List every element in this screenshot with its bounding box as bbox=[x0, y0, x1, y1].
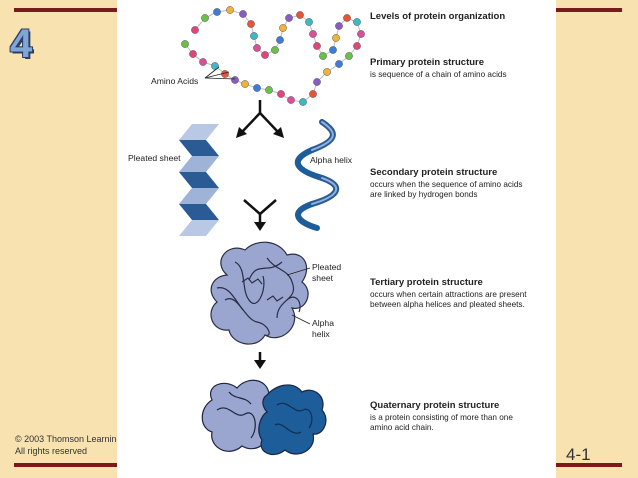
amino-acid-bead bbox=[265, 86, 273, 94]
primary-desc: is sequence of a chain of amino acids bbox=[370, 70, 507, 79]
tertiary-pointers bbox=[286, 267, 311, 325]
tertiary-desc-line1: occurs when certain attractions are pres… bbox=[370, 290, 527, 299]
amino-acid-bead bbox=[335, 60, 343, 68]
amino-acid-bead bbox=[353, 18, 361, 26]
amino-acids-label: Amino Acids bbox=[151, 76, 199, 86]
amino-acid-bead bbox=[211, 62, 219, 70]
tertiary-alpha-label: Alpha helix bbox=[312, 318, 334, 340]
amino-acid-bead bbox=[285, 14, 293, 22]
amino-acid-bead bbox=[241, 80, 249, 88]
tertiary-pleated-line1: Pleated bbox=[312, 262, 342, 272]
amino-acid-bead bbox=[271, 46, 279, 54]
amino-acid-bead bbox=[296, 11, 304, 19]
amino-acid-bead bbox=[309, 90, 317, 98]
merge-arrow-icon bbox=[243, 199, 277, 224]
amino-acid-bead bbox=[287, 96, 295, 104]
amino-acid-bead bbox=[189, 50, 197, 58]
amino-acid-bead bbox=[305, 18, 313, 26]
quaternary-desc-line2: amino acid chain. bbox=[370, 423, 434, 432]
amino-acid-bead bbox=[239, 10, 247, 18]
amino-acid-bead bbox=[199, 58, 207, 66]
quaternary-heading: Quaternary protein structure bbox=[370, 400, 500, 411]
pleated-sheet-shape bbox=[179, 124, 219, 236]
amino-acid-bead bbox=[335, 22, 343, 30]
tertiary-desc-line2: between alpha helices and pleated sheets… bbox=[370, 300, 525, 309]
amino-acid-bead bbox=[181, 40, 189, 48]
alpha-helix-label: Alpha helix bbox=[310, 155, 353, 165]
bottom-rule-left bbox=[14, 463, 117, 467]
amino-acid-bead bbox=[332, 34, 340, 42]
amino-acid-bead bbox=[253, 84, 261, 92]
split-arrow-icon bbox=[241, 100, 279, 133]
amino-acids-pointer bbox=[204, 66, 236, 80]
amino-acid-bead bbox=[277, 90, 285, 98]
amino-acid-bead bbox=[247, 20, 255, 28]
protein-illustration bbox=[179, 6, 365, 455]
figure-title: Levels of protein organization bbox=[370, 11, 506, 22]
amino-acid-bead bbox=[309, 30, 317, 38]
quaternary-structure-shape bbox=[201, 379, 327, 455]
pleated-sheet-label: Pleated sheet bbox=[128, 153, 181, 163]
copyright-notice: © 2003 Thomson Learning All rights reser… bbox=[15, 433, 122, 457]
amino-acid-bead bbox=[279, 24, 287, 32]
amino-acid-bead bbox=[345, 52, 353, 60]
amino-acid-bead bbox=[261, 51, 269, 59]
top-rule-left bbox=[14, 8, 117, 12]
top-rule-right bbox=[556, 8, 622, 12]
page-number: 4-1 bbox=[566, 445, 591, 464]
amino-acid-bead bbox=[323, 68, 331, 76]
alpha-helix-shape bbox=[294, 119, 340, 231]
amino-acid-bead bbox=[231, 76, 239, 84]
amino-acid-bead bbox=[213, 8, 221, 16]
chapter-number: 4 bbox=[10, 22, 33, 66]
amino-acid-bead bbox=[313, 42, 321, 50]
tertiary-alpha-line1: Alpha bbox=[312, 318, 334, 328]
amino-acid-bead bbox=[201, 14, 209, 22]
tertiary-alpha-line2: helix bbox=[312, 329, 330, 339]
bottom-rule-right bbox=[556, 463, 622, 467]
rights-line: All rights reserved bbox=[15, 446, 88, 456]
amino-acid-bead bbox=[299, 98, 307, 106]
amino-acid-bead bbox=[276, 36, 284, 44]
amino-acid-bead bbox=[250, 32, 258, 40]
copyright-line: © 2003 Thomson Learning bbox=[15, 434, 122, 444]
tertiary-pleated-line2: sheet bbox=[312, 273, 334, 283]
amino-acid-bead bbox=[353, 42, 361, 50]
secondary-desc-line1: occurs when the sequence of amino acids bbox=[370, 180, 523, 189]
amino-acid-bead bbox=[357, 30, 365, 38]
tertiary-structure-shape bbox=[210, 241, 309, 345]
amino-acid-bead bbox=[253, 44, 261, 52]
amino-acid-bead bbox=[226, 6, 234, 14]
amino-acid-chain bbox=[181, 6, 365, 106]
tertiary-pleated-label: Pleated sheet bbox=[312, 262, 341, 284]
tertiary-heading: Tertiary protein structure bbox=[370, 277, 483, 288]
amino-acid-bead bbox=[319, 52, 327, 60]
amino-acid-bead bbox=[191, 26, 199, 34]
amino-acid-bead bbox=[313, 78, 321, 86]
amino-acid-bead bbox=[329, 46, 337, 54]
quaternary-desc-line1: is a protein consisting of more than one bbox=[370, 413, 513, 422]
secondary-heading: Secondary protein structure bbox=[370, 167, 498, 178]
protein-figure: Levels of protein organization Primary p… bbox=[117, 0, 556, 478]
amino-acid-bead bbox=[343, 14, 351, 22]
primary-heading: Primary protein structure bbox=[370, 57, 485, 68]
secondary-desc-line2: are linked by hydrogen bonds bbox=[370, 190, 478, 199]
